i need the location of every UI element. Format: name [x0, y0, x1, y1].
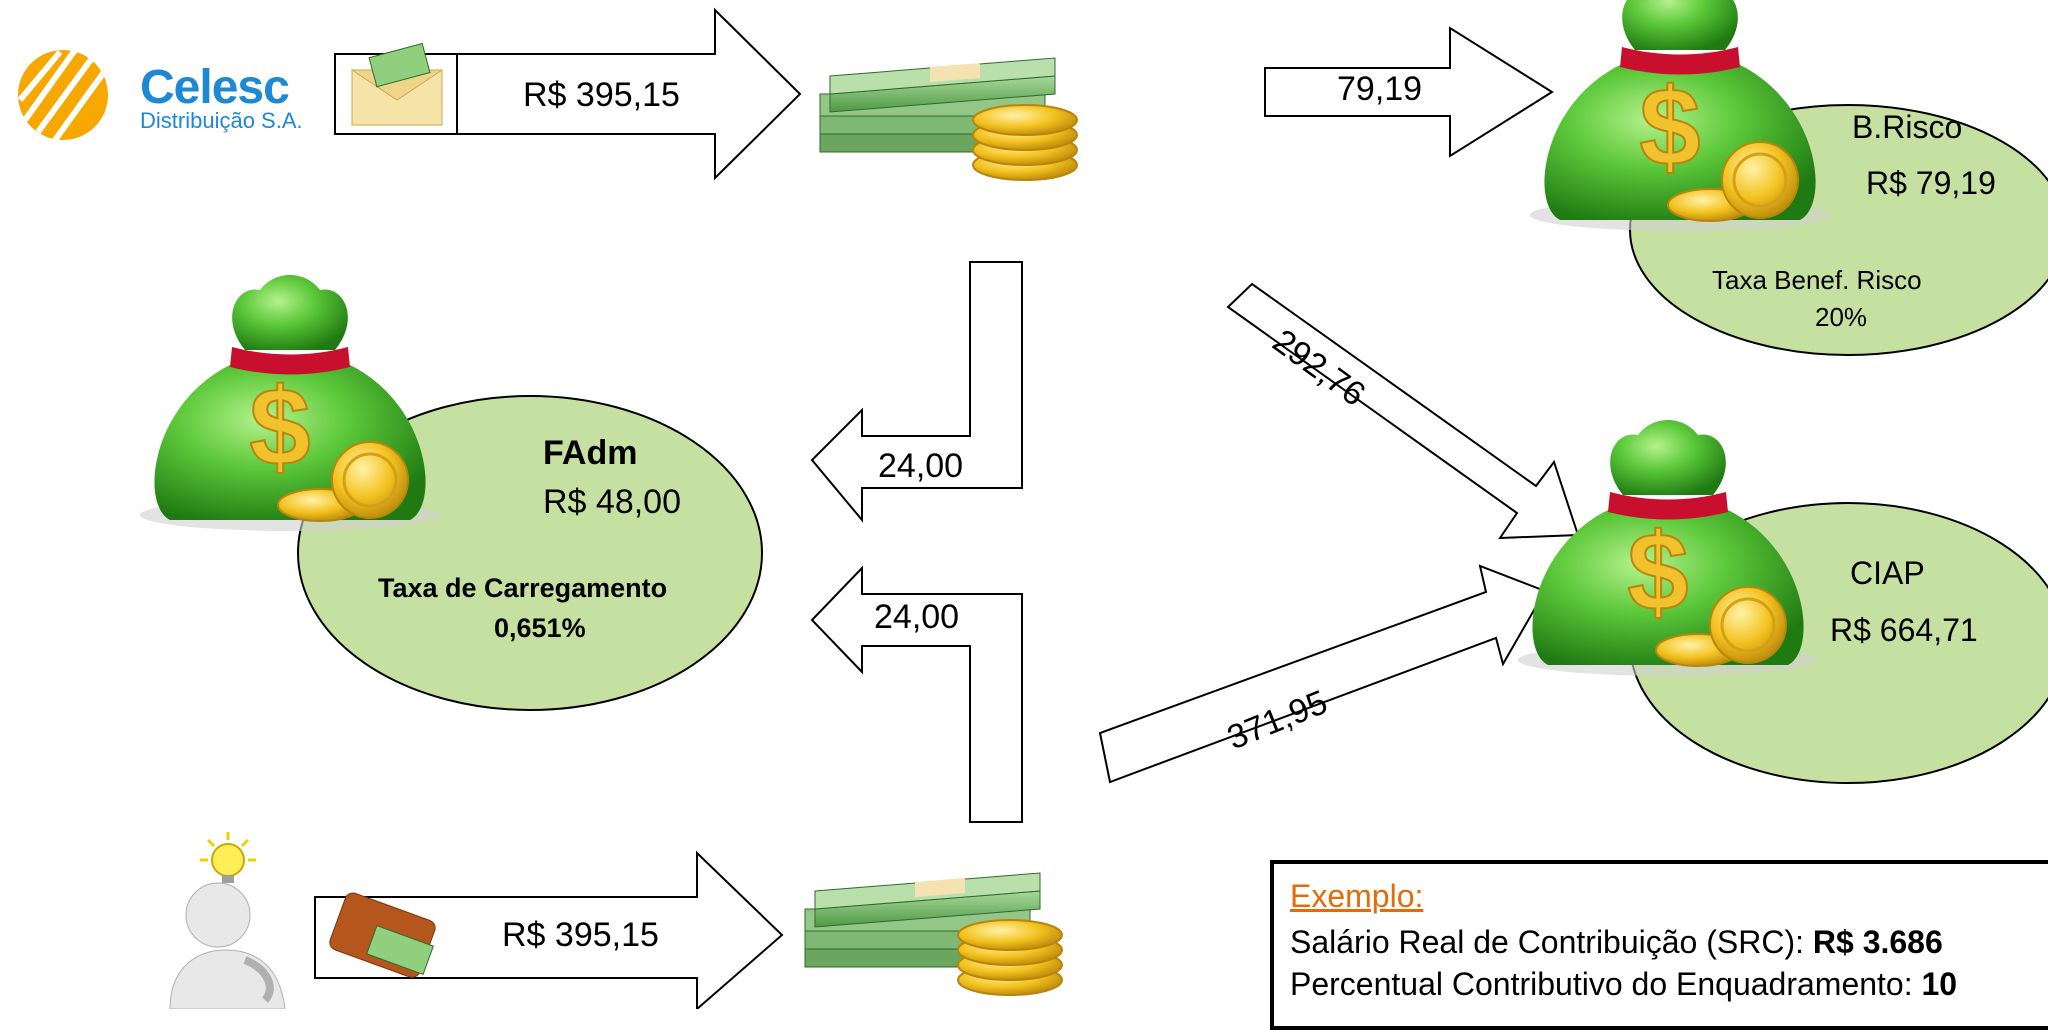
ciap-name: CIAP [1850, 555, 1925, 591]
money-bag-icon-ciap [1516, 418, 1820, 678]
fadm-top-arrow [810, 261, 1023, 523]
fadm-rate: 0,651% [494, 613, 586, 643]
risk-amount: R$ 79,19 [1866, 165, 1996, 201]
lightbulb-icon [200, 832, 256, 883]
example-title: Exemplo: [1290, 878, 1424, 914]
celesc-logo [17, 48, 108, 142]
ciap-amount: R$ 664,71 [1830, 612, 1978, 648]
money-envelope-icon [350, 42, 444, 126]
example-line-2: Percentual Contributivo do Enquadramento… [1290, 963, 2048, 1005]
example-line-1-value: R$ 3.686 [1812, 924, 1943, 960]
fadm-bottom-arrow-label: 24,00 [874, 598, 960, 636]
wallet-icon [329, 892, 436, 978]
money-bag-icon-risk [1528, 0, 1832, 233]
diag-up-arrow [1098, 564, 1547, 784]
fadm-amount: R$ 48,00 [543, 483, 681, 521]
example-line-1: Salário Real de Contribuição (SRC): R$ 3… [1290, 921, 2048, 963]
fadm-top-arrow-label: 24,00 [878, 447, 964, 485]
fadm-bottom-arrow [810, 565, 1023, 823]
top-flow-amount: R$ 395,15 [523, 76, 680, 114]
thinking-person-icon [169, 882, 286, 1009]
risk-name: B.Risco [1852, 109, 1963, 145]
flow-diagram: $ [17, 0, 2048, 1009]
example-line-2-value: 10 [1921, 966, 1958, 1002]
bottom-flow-amount: R$ 395,15 [502, 916, 659, 954]
company-subtitle: Distribuição S.A. [140, 108, 303, 133]
company-name: Celesc [140, 61, 290, 114]
fadm-rate-label: Taxa de Carregamento [378, 573, 668, 603]
risk-rate-label: Taxa Benef. Risco [1712, 265, 1922, 295]
risk-rate: 20% [1815, 302, 1868, 332]
bottom-flow-arrow [314, 850, 784, 1009]
risk-arrow [1264, 26, 1554, 158]
cash-stack-icon-bottom [804, 872, 1063, 996]
example-line-2-label: Percentual Contributivo do Enquadramento… [1290, 966, 1922, 1002]
risk-arrow-label: 79,19 [1337, 70, 1423, 108]
diag-down-arrow [1226, 282, 1580, 540]
example-box: Exemplo: Salário Real de Contribuição (S… [1270, 860, 2048, 1030]
money-bag-icon-fadm [138, 273, 442, 533]
example-line-1-label: Salário Real de Contribuição (SRC): [1290, 924, 1813, 960]
fadm-name: FAdm [543, 434, 638, 472]
cash-stack-icon [819, 57, 1078, 181]
